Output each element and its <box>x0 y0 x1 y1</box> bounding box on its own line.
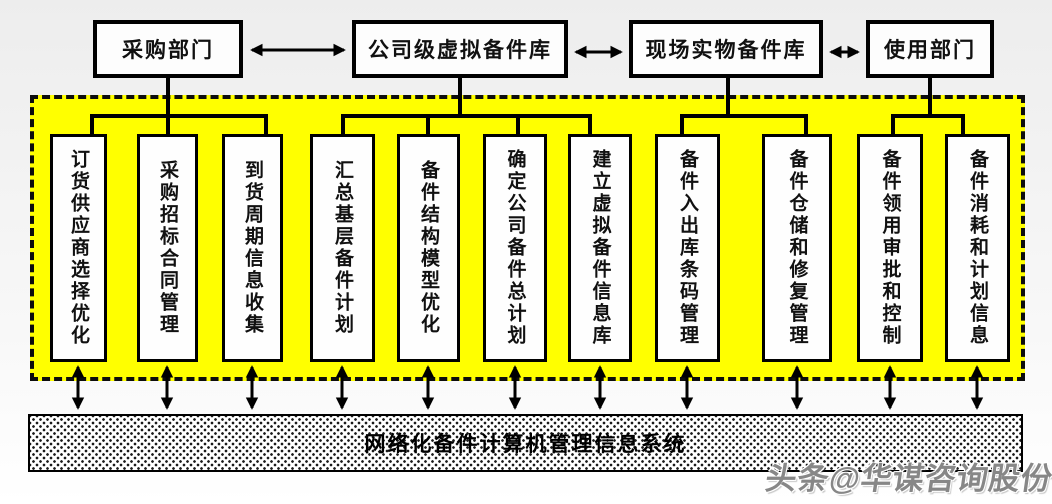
process-box-label: 汇总基层备件计划 <box>332 160 353 336</box>
process-box-requisition-approval: 备件领用审批和控制 <box>857 134 923 362</box>
process-box-label: 备件入出库条码管理 <box>677 149 698 347</box>
process-box-label: 备件消耗和计划信息 <box>967 149 988 347</box>
watermark-text: 头条@华谋咨询股份 <box>763 461 1052 496</box>
vertical-double-arrows <box>71 365 984 410</box>
process-box-label: 备件领用审批和控制 <box>879 149 901 347</box>
dept-box-virtual-warehouse: 公司级虚拟备件库 <box>352 20 568 78</box>
dept-box-purchasing: 采购部门 <box>93 20 243 78</box>
process-box-summarize-plans: 汇总基层备件计划 <box>310 134 375 362</box>
horizontal-double-arrows <box>250 43 860 59</box>
system-bar-label: 网络化备件计算机管理信息系统 <box>364 433 687 456</box>
system-bar: 网络化备件计算机管理信息系统 <box>28 414 1023 472</box>
process-box-label: 确定公司备件总计划 <box>504 149 526 347</box>
process-box-label: 建立虚拟备件信息库 <box>589 149 611 347</box>
process-box-label: 备件仓储和修复管理 <box>786 149 808 347</box>
process-box-bidding-contract: 采购招标合同管理 <box>137 134 198 362</box>
process-box-label: 采购招标合同管理 <box>157 160 178 336</box>
process-box-structure-model: 备件结构模型优化 <box>397 134 460 362</box>
process-box-barcode-inout: 备件入出库条码管理 <box>655 134 720 362</box>
process-box-order-supplier-optimization: 订货供应商选择优化 <box>50 134 107 362</box>
elbow-connectors <box>90 78 965 136</box>
process-box-company-total-plan: 确定公司备件总计划 <box>483 134 547 362</box>
dept-box-physical-warehouse: 现场实物备件库 <box>629 20 823 78</box>
process-box-label: 到货周期信息收集 <box>242 160 263 336</box>
process-box-consumption-plan-info: 备件消耗和计划信息 <box>945 134 1010 362</box>
process-box-delivery-cycle-info: 到货周期信息收集 <box>222 134 283 362</box>
process-box-label: 备件结构模型优化 <box>418 160 439 336</box>
process-box-virtual-info-library: 建立虚拟备件信息库 <box>568 134 632 362</box>
dept-box-using: 使用部门 <box>866 20 994 78</box>
process-box-label: 订货供应商选择优化 <box>68 149 89 347</box>
process-box-storage-repair: 备件仓储和修复管理 <box>762 134 832 362</box>
